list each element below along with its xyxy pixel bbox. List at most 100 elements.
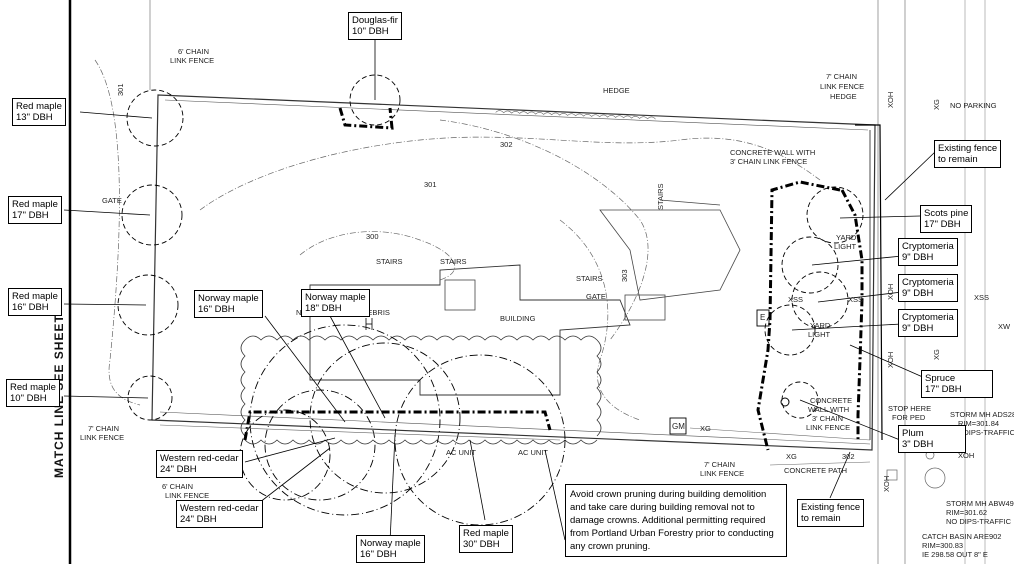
tree-canopy — [349, 74, 401, 126]
site-label: STORM MH ADS287 — [950, 410, 1014, 419]
site-label: 7' CHAIN — [88, 424, 120, 433]
electric-label: E — [760, 313, 766, 322]
site-label: 7' CHAIN — [704, 460, 736, 469]
site-label: 7' CHAIN — [826, 72, 858, 81]
tree-canopy — [781, 236, 839, 294]
gas-meter-label: GM — [672, 422, 685, 431]
fence-note-line1: Existing fence — [801, 502, 861, 513]
tree-name: Spruce — [925, 373, 956, 384]
contour-label: 301 — [116, 83, 125, 96]
site-label: GATE — [586, 292, 606, 301]
site-label: GATE — [102, 196, 122, 205]
tree-protection-fence — [338, 107, 394, 130]
tree-canopy — [117, 274, 179, 336]
site-label: XOH — [886, 283, 895, 300]
tree-dbh: 24" DBH — [180, 514, 217, 525]
tree-canopy — [126, 89, 184, 147]
tree-canopy — [121, 184, 183, 246]
site-label: 3' CHAIN LINK FENCE — [730, 157, 808, 166]
tree-canopy — [127, 375, 173, 421]
tree-dbh: 16" DBH — [198, 304, 235, 315]
tree-canopy — [764, 304, 816, 356]
site-label: XG — [786, 452, 797, 461]
tree-name: Western red-cedar — [180, 503, 259, 514]
site-label: XOH — [886, 91, 895, 108]
site-label: LINK FENCE — [700, 469, 745, 478]
tree-name: Red maple — [10, 382, 56, 393]
fence-note-line2: to remain — [801, 513, 841, 524]
tree-dbh: 30" DBH — [463, 539, 500, 550]
site-label: STAIRS — [656, 183, 665, 210]
tree-protection-fence — [840, 189, 864, 440]
site-label: LIGHT — [834, 242, 857, 251]
tree-dbh: 9" DBH — [902, 288, 934, 299]
tree-protection-fence — [756, 180, 841, 451]
tree-dbh: 16" DBH — [12, 302, 49, 313]
tree-dbh: 13" DBH — [16, 112, 53, 123]
tree-dbh: 16" DBH — [360, 549, 397, 560]
tree-name: Red maple — [12, 291, 58, 302]
site-label: 3' CHAIN — [812, 414, 844, 423]
contour-label: 303 — [620, 269, 629, 282]
site-label: NO DIPS-TRAFFIC — [946, 517, 1011, 526]
site-label: IE 298.58 OUT 8" E — [922, 550, 988, 559]
site-label: LINK FENCE — [820, 82, 865, 91]
tree-protection-fence — [243, 410, 552, 441]
tree-dbh: 17" DBH — [924, 219, 961, 230]
site-label: AC UNIT — [446, 448, 476, 457]
site-label: STAIRS — [440, 257, 467, 266]
site-label: CONCRETE — [810, 396, 853, 405]
site-label: RIM=301.84 — [958, 419, 1000, 428]
tree-name: Plum — [902, 428, 924, 439]
site-label: CONCRETE PATH — [784, 466, 848, 475]
contour-label: 300 — [366, 232, 379, 241]
tree-name: Red maple — [16, 101, 62, 112]
tree-dbh: 24" DBH — [160, 464, 197, 475]
site-label: RIM=301.62 — [946, 508, 988, 517]
site-label: RIM=300.83 — [922, 541, 964, 550]
site-label: HEDGE — [830, 92, 857, 101]
site-label: LINK FENCE — [806, 423, 851, 432]
tree-name: Red maple — [463, 528, 509, 539]
site-label: LIGHT — [808, 330, 831, 339]
tree-name: Western red-cedar — [160, 453, 239, 464]
contour-label: 302 — [842, 452, 855, 461]
site-label: XOH — [882, 475, 891, 492]
site-label: XG — [932, 349, 941, 360]
tree-name: Red maple — [12, 199, 58, 210]
site-label: YARD — [836, 233, 857, 242]
tree-dbh: 9" DBH — [902, 252, 934, 263]
tree-canopy — [264, 389, 376, 501]
site-label: AC UNIT — [518, 448, 548, 457]
site-label: XW — [998, 322, 1011, 331]
site-label: STAIRS — [576, 274, 603, 283]
tree-dbh: 9" DBH — [902, 323, 934, 334]
tree-canopy — [791, 271, 849, 329]
tree-dbh: 17" DBH — [925, 384, 962, 395]
site-label: WALL WITH — [808, 405, 850, 414]
pruning-note: Avoid crown pruning during building demo… — [565, 484, 787, 557]
tree-dbh: 10" DBH — [352, 26, 389, 37]
site-label: LINK FENCE — [80, 433, 125, 442]
tree-canopy — [806, 186, 864, 244]
tree-name: Cryptomeria — [902, 312, 954, 323]
site-label: BUILDING — [500, 314, 536, 323]
contour-label: 301 — [424, 180, 437, 189]
tree-name: Douglas-fir — [352, 15, 398, 26]
site-label: CONCRETE WALL WITH — [730, 148, 816, 157]
tree-dbh: 18" DBH — [305, 303, 342, 314]
